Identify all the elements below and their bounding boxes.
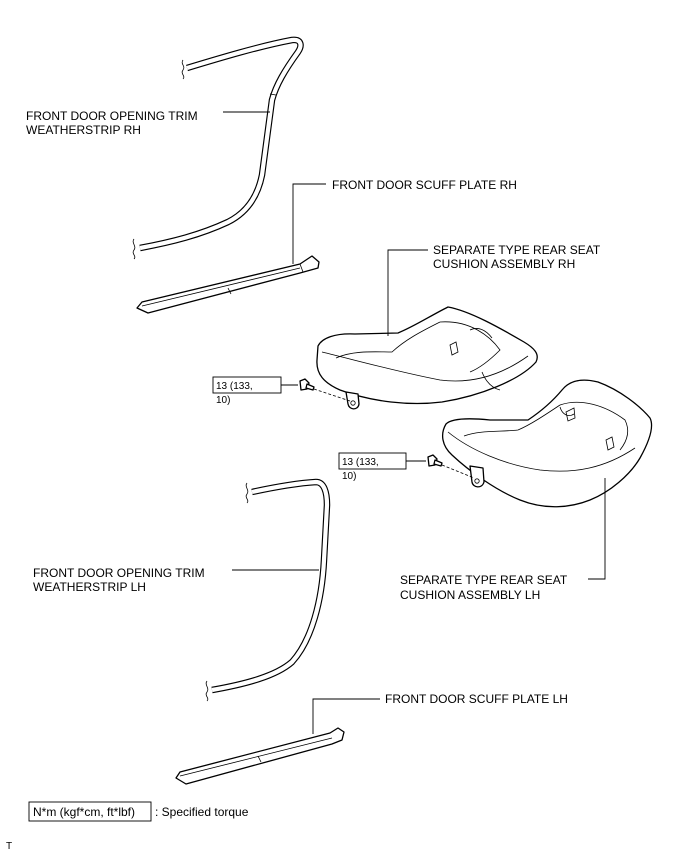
- torque-value-lower-line2: 10): [342, 471, 356, 482]
- label-weatherstrip-lh-line1: FRONT DOOR OPENING TRIM: [33, 566, 205, 580]
- label-scuff-plate-lh: FRONT DOOR SCUFF PLATE LH: [385, 692, 568, 706]
- leader-seat-cushion-lh: [588, 478, 606, 580]
- label-seat-cushion-lh-line2: CUSHION ASSEMBLY LH: [400, 588, 540, 602]
- torque-value-upper-line1: 13 (133,: [216, 381, 253, 392]
- label-weatherstrip-lh-line2: WEATHERSTRIP LH: [33, 580, 146, 594]
- corner-mark: T: [6, 841, 12, 852]
- label-weatherstrip-rh-line1: FRONT DOOR OPENING TRIM: [26, 109, 198, 123]
- bolt-icon-upper: [299, 378, 315, 391]
- leader-scuff-plate-rh: [292, 183, 326, 264]
- legend-torque-box: [28, 801, 152, 822]
- label-seat-cushion-rh-line2: CUSHION ASSEMBLY RH: [433, 257, 575, 271]
- seat-cushion-lh: [441, 379, 653, 508]
- weatherstrip-lh: [205, 478, 331, 702]
- label-weatherstrip-rh-line2: WEATHERSTRIP RH: [26, 123, 141, 137]
- weatherstrip-rh: [132, 36, 304, 260]
- label-scuff-plate-rh: FRONT DOOR SCUFF PLATE RH: [332, 178, 517, 192]
- install-line-upper: [313, 388, 351, 402]
- scuff-plate-rh: [136, 255, 320, 314]
- legend-unit-text: N*m (kgf*cm, ft*lbf): [33, 805, 135, 819]
- leader-seat-cushion-rh: [387, 249, 428, 336]
- label-seat-cushion-rh-line1: SEPARATE TYPE REAR SEAT: [433, 243, 601, 257]
- torque-value-upper-line2: 10): [216, 395, 230, 406]
- label-seat-cushion-lh-line1: SEPARATE TYPE REAR SEAT: [400, 573, 568, 587]
- scuff-plate-lh: [175, 727, 345, 785]
- legend-description: : Specified torque: [155, 805, 249, 819]
- install-line-lower: [441, 464, 475, 479]
- leader-scuff-plate-lh: [312, 698, 380, 734]
- torque-value-lower-line1: 13 (133,: [342, 457, 379, 468]
- bolt-icon-lower: [427, 454, 443, 467]
- seat-cushion-rh: [316, 306, 538, 410]
